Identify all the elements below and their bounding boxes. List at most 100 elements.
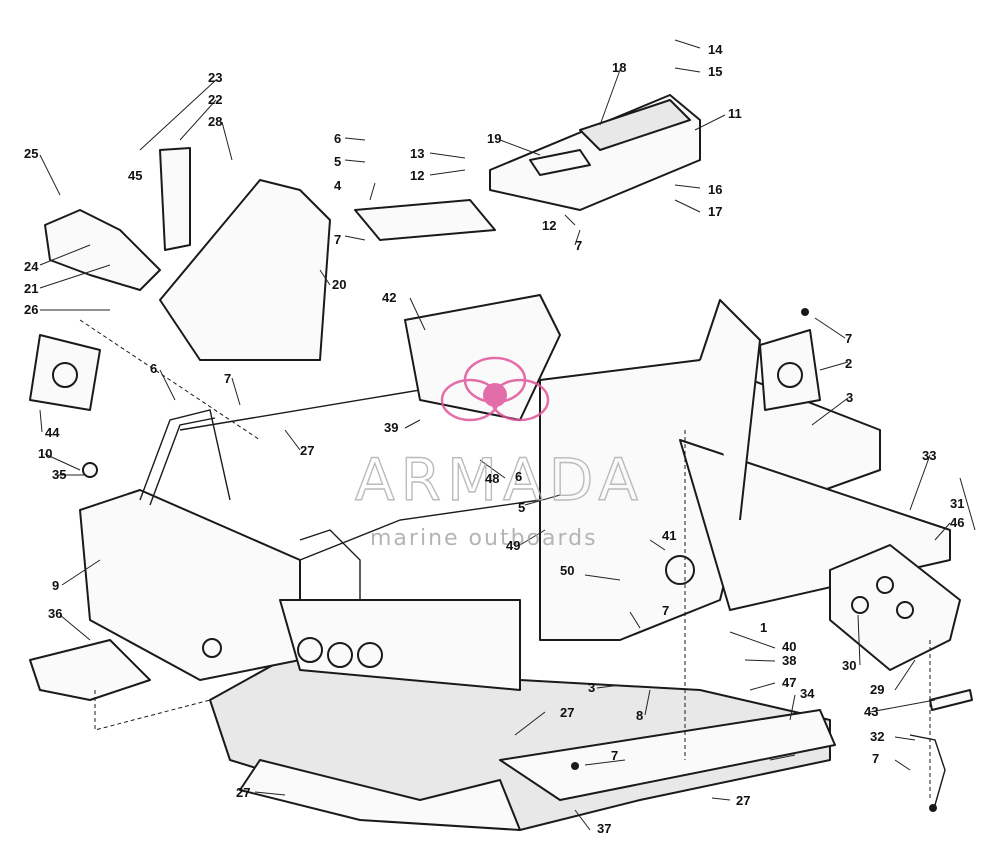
hose — [909, 734, 946, 806]
callout-7: 7 — [872, 751, 879, 766]
callout-42: 42 — [382, 290, 396, 305]
callout-11: 11 — [728, 106, 742, 121]
callout-20: 20 — [332, 277, 346, 292]
roller-2 — [327, 642, 353, 668]
callout-4: 4 — [334, 178, 342, 193]
watermark-tagline: marine outboards — [370, 526, 598, 551]
callout-26: 26 — [24, 302, 38, 317]
callout-44: 44 — [45, 425, 60, 440]
callout-6: 6 — [334, 131, 341, 146]
mount-bracket-hole — [777, 362, 803, 388]
callout-29: 29 — [870, 682, 884, 697]
callout-12: 12 — [410, 168, 424, 183]
callout-3: 3 — [588, 680, 595, 695]
console-grille — [579, 99, 691, 151]
callout-38: 38 — [782, 653, 796, 668]
upper-parts-drawing — [29, 94, 973, 812]
roll-hoop — [139, 409, 231, 501]
airbox-duct — [44, 209, 161, 291]
callout-12: 12 — [542, 218, 556, 233]
roll-hoop-inner — [149, 417, 216, 506]
roller-3 — [357, 642, 383, 668]
frame-upright — [699, 299, 761, 521]
box-hole — [202, 638, 222, 658]
callout-48: 48 — [485, 471, 499, 486]
steering-post — [299, 529, 361, 620]
callout-13: 13 — [410, 146, 424, 161]
callout-24: 24 — [24, 259, 39, 274]
callout-35: 35 — [52, 467, 66, 482]
watermark-logo — [440, 356, 550, 422]
callout-32: 32 — [870, 729, 884, 744]
console-plate — [529, 149, 591, 176]
nut-7-lower — [571, 762, 579, 770]
watermark: ARMADA marine outboards — [354, 356, 644, 551]
callout-19: 19 — [487, 131, 501, 146]
callout-16: 16 — [708, 182, 722, 197]
callout-25: 25 — [24, 146, 38, 161]
callout-18: 18 — [612, 60, 626, 75]
callout-27: 27 — [300, 443, 314, 458]
callout-10: 10 — [38, 446, 52, 461]
cowl-panel — [159, 179, 331, 361]
callout-5: 5 — [518, 500, 525, 515]
callout-15: 15 — [708, 64, 722, 79]
retaining-strap — [159, 147, 191, 251]
bumper-hole-3 — [896, 601, 914, 619]
nut-7 — [801, 308, 809, 316]
bracket-plate — [354, 199, 496, 241]
callout-43: 43 — [864, 704, 878, 719]
callout-7: 7 — [662, 603, 669, 618]
callout-37: 37 — [597, 821, 611, 836]
callout-30: 30 — [842, 658, 856, 673]
callout-49: 49 — [506, 538, 520, 553]
callout-2: 2 — [845, 356, 852, 371]
callout-5: 5 — [334, 154, 341, 169]
main-frame-drawing — [79, 299, 951, 831]
callout-9: 9 — [52, 578, 59, 593]
bumper-hole-1 — [851, 596, 869, 614]
grommet — [82, 462, 98, 478]
callout-6: 6 — [515, 469, 522, 484]
callout-1: 1 — [760, 620, 767, 635]
callout-7: 7 — [224, 371, 231, 386]
bumper-hole-2 — [876, 576, 894, 594]
strap-strip — [929, 689, 973, 711]
callout-28: 28 — [208, 114, 222, 129]
callout-47: 47 — [782, 675, 796, 690]
lower-skid — [239, 759, 521, 831]
callout-6: 6 — [150, 361, 157, 376]
callout-3: 3 — [846, 390, 853, 405]
callout-21: 21 — [24, 281, 38, 296]
callout-34: 34 — [800, 686, 815, 701]
watermark-brand: ARMADA — [355, 446, 644, 514]
callout-36: 36 — [48, 606, 62, 621]
callout-33: 33 — [922, 448, 936, 463]
callout-labels: 1 2 3 3 4 5 5 6 6 6 7 7 7 7 7 7 7 8 9 10… — [24, 42, 964, 836]
callout-46: 46 — [950, 515, 964, 530]
callout-39: 39 — [384, 420, 398, 435]
callout-23: 23 — [208, 70, 222, 85]
callout-14: 14 — [708, 42, 723, 57]
gasket-hole — [52, 362, 78, 388]
callout-7: 7 — [611, 748, 618, 763]
frame-brace — [299, 499, 541, 561]
callout-17: 17 — [708, 204, 722, 219]
callout-8: 8 — [636, 708, 643, 723]
leader-lines — [39, 39, 976, 831]
callout-27: 27 — [560, 705, 574, 720]
callout-7: 7 — [845, 331, 852, 346]
callout-50: 50 — [560, 563, 574, 578]
callout-27: 27 — [736, 793, 750, 808]
callout-27: 27 — [236, 785, 250, 800]
callout-40: 40 — [782, 639, 796, 654]
frame-hole — [665, 555, 695, 585]
callout-22: 22 — [208, 92, 222, 107]
skid-plate — [29, 639, 151, 701]
callout-31: 31 — [950, 496, 964, 511]
callout-7: 7 — [334, 232, 341, 247]
rear-lower-rail — [499, 709, 836, 801]
rear-bumper-plate — [829, 544, 961, 671]
roller-1 — [297, 637, 323, 663]
